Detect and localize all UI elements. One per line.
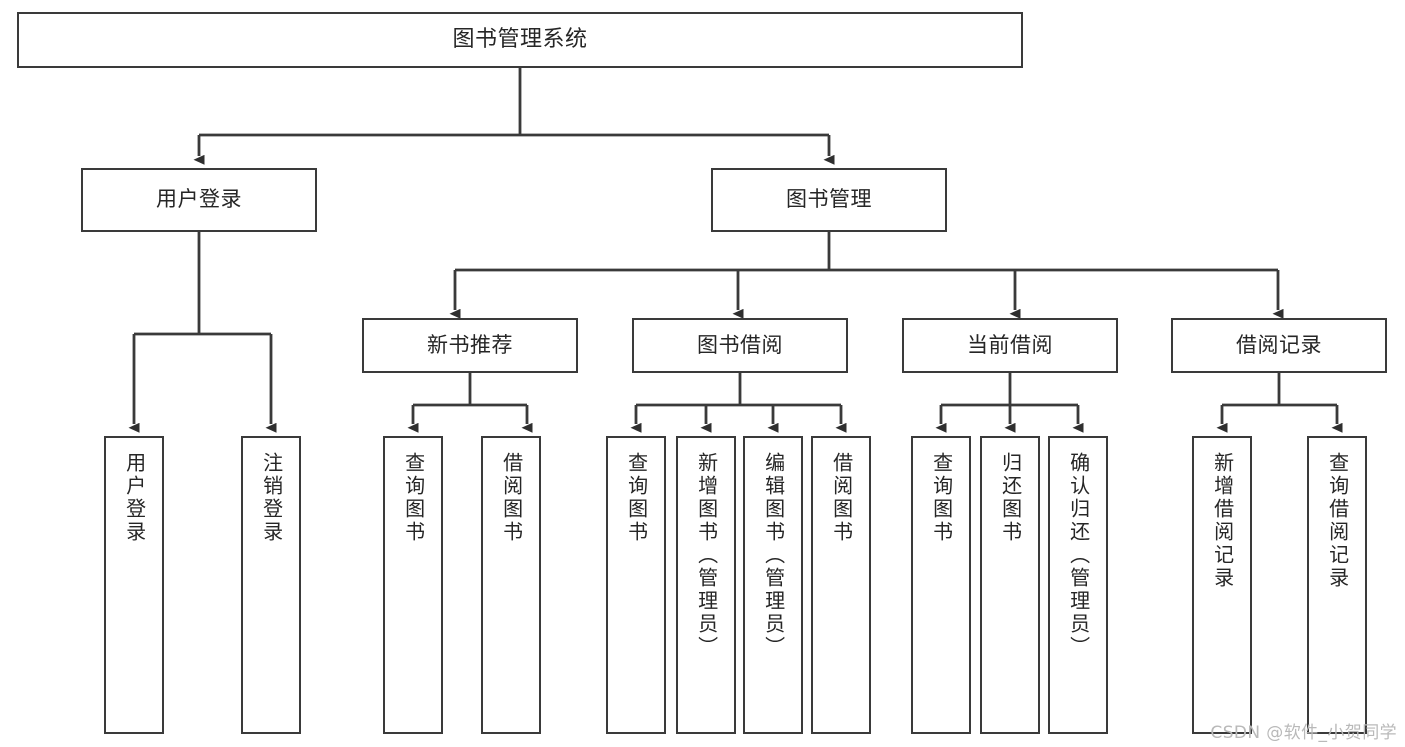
- node-label: 新书推荐: [427, 332, 513, 357]
- node-label: 归还图书: [998, 452, 1023, 544]
- leaf-book-borrow-add[interactable]: 新增图书（管理员）: [676, 436, 736, 734]
- leaf-new-book-query[interactable]: 查询图书: [383, 436, 443, 734]
- leaf-book-borrow-borrow[interactable]: 借阅图书: [811, 436, 871, 734]
- leaf-current-borrow-query[interactable]: 查询图书: [911, 436, 971, 734]
- node-label: 注销登录: [259, 452, 284, 544]
- node-label: 新增图书（管理员）: [694, 452, 719, 659]
- node-label: 图书管理系统: [452, 26, 588, 52]
- node-label: 查询借阅记录: [1325, 452, 1350, 590]
- node-label: 用户登录: [122, 452, 147, 544]
- node-current-borrow[interactable]: 当前借阅: [902, 318, 1118, 373]
- node-label: 借阅图书: [499, 452, 524, 544]
- leaf-new-book-borrow[interactable]: 借阅图书: [481, 436, 541, 734]
- node-label: 确认归还（管理员）: [1066, 452, 1091, 659]
- node-root-system[interactable]: 图书管理系统: [17, 12, 1023, 68]
- leaf-borrow-record-query[interactable]: 查询借阅记录: [1307, 436, 1367, 734]
- leaf-book-borrow-edit[interactable]: 编辑图书（管理员）: [743, 436, 803, 734]
- node-new-book-recommend[interactable]: 新书推荐: [362, 318, 578, 373]
- node-label: 查询图书: [929, 452, 954, 544]
- node-label: 图书管理: [786, 187, 872, 212]
- leaf-current-borrow-confirm-return[interactable]: 确认归还（管理员）: [1048, 436, 1108, 734]
- node-label: 查询图书: [624, 452, 649, 544]
- node-label: 借阅记录: [1236, 332, 1322, 357]
- leaf-user-login-login[interactable]: 用户登录: [104, 436, 164, 734]
- node-label: 当前借阅: [967, 332, 1053, 357]
- node-borrow-record[interactable]: 借阅记录: [1171, 318, 1387, 373]
- csdn-watermark: CSDN @软件_小贺同学: [1210, 723, 1397, 743]
- node-label: 用户登录: [156, 187, 242, 212]
- node-label: 借阅图书: [829, 452, 854, 544]
- node-label: 新增借阅记录: [1210, 452, 1235, 590]
- node-user-login[interactable]: 用户登录: [81, 168, 317, 232]
- leaf-user-login-logout[interactable]: 注销登录: [241, 436, 301, 734]
- node-label: 图书借阅: [697, 332, 783, 357]
- leaf-borrow-record-add[interactable]: 新增借阅记录: [1192, 436, 1252, 734]
- node-book-borrow[interactable]: 图书借阅: [632, 318, 848, 373]
- node-book-management[interactable]: 图书管理: [711, 168, 947, 232]
- node-label: 查询图书: [401, 452, 426, 544]
- leaf-current-borrow-return[interactable]: 归还图书: [980, 436, 1040, 734]
- node-label: 编辑图书（管理员）: [761, 452, 786, 659]
- leaf-book-borrow-query[interactable]: 查询图书: [606, 436, 666, 734]
